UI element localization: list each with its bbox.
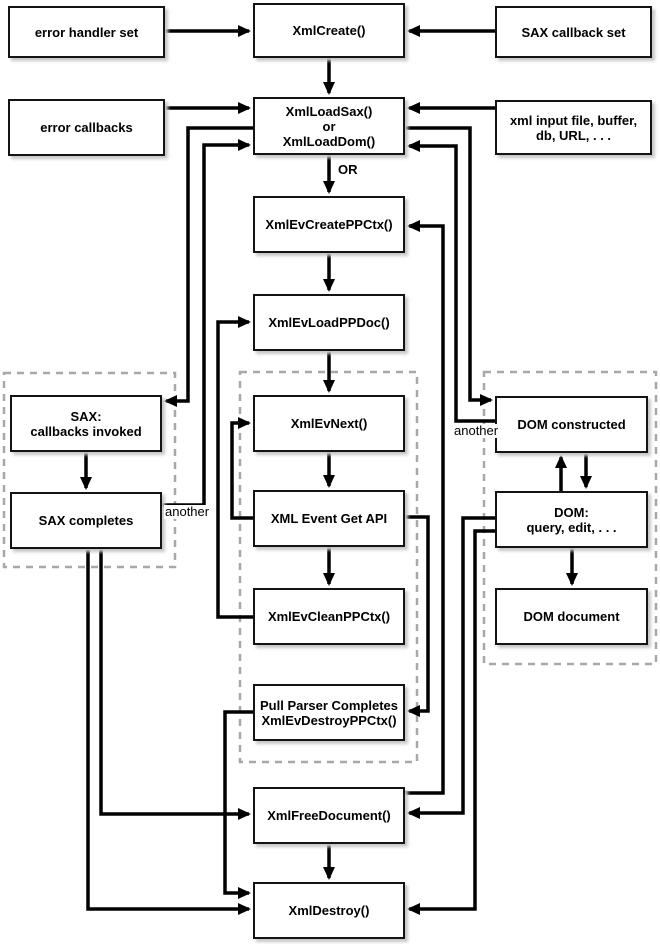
node-label: XmlCreate() <box>292 23 366 38</box>
node-label: SAX callback set <box>521 24 626 40</box>
node-label: XmlEvCleanPPCtx() <box>267 609 391 624</box>
edge-label-another-right: another <box>453 423 500 438</box>
node-free-document: XmlFreeDocument() <box>253 787 405 844</box>
node-label-line: callbacks invoked <box>30 423 142 439</box>
node-dom-constructed: DOM constructed <box>495 396 648 453</box>
node-label: XmlEvNext() <box>290 416 368 431</box>
node-label-line: XmlLoadDom() <box>282 133 376 149</box>
node-label: XmlDestroy() <box>288 903 370 918</box>
node-label: SAX completes <box>38 513 134 528</box>
node-ev-load-ppdoc: XmlEvLoadPPDoc() <box>253 294 405 351</box>
node-dom-query: DOM: query, edit, . . . <box>495 491 648 548</box>
node-label-line: query, edit, . . . <box>526 519 617 535</box>
node-label: XmlFreeDocument() <box>267 808 391 823</box>
node-sax-callback-set: SAX callback set <box>495 6 652 58</box>
node-error-callbacks: error callbacks <box>8 99 165 156</box>
node-label: XmlEvCreatePPCtx() <box>265 217 393 232</box>
node-sax-invoked: SAX: callbacks invoked <box>10 395 162 452</box>
node-xml-input: xml input file, buffer, db, URL, . . . <box>495 100 652 155</box>
node-xml-create: XmlCreate() <box>253 3 405 58</box>
node-dom-document: DOM document <box>495 588 648 645</box>
node-ev-clean-ppctx: XmlEvCleanPPCtx() <box>253 588 405 645</box>
node-xml-load: XmlLoadSax() or XmlLoadDom() <box>253 97 405 155</box>
edge-label-or: OR <box>337 162 359 177</box>
node-label: error callbacks <box>40 120 133 135</box>
node-label-line: or <box>322 118 336 134</box>
node-ev-create-ppctx: XmlEvCreatePPCtx() <box>253 196 405 253</box>
node-ev-next: XmlEvNext() <box>253 395 405 452</box>
node-label-line: db, URL, . . . <box>535 127 612 143</box>
node-label: DOM constructed <box>517 417 626 432</box>
node-label-line: SAX: <box>70 408 102 424</box>
node-label-line: xml input file, buffer, <box>509 112 638 128</box>
flow-arrows <box>80 25 592 915</box>
node-pull-parser-completes: Pull Parser Completes XmlEvDestroyPPCtx(… <box>253 684 405 741</box>
pull-parser-group-frame <box>238 370 419 764</box>
node-label: XmlEvLoadPPDoc() <box>268 315 390 330</box>
node-label: DOM document <box>523 609 620 624</box>
node-error-handler-set: error handler set <box>8 6 165 58</box>
node-label-line: DOM: <box>554 504 589 520</box>
node-label: error handler set <box>34 24 139 40</box>
node-xml-destroy: XmlDestroy() <box>253 882 405 939</box>
node-label-line: Pull Parser Completes <box>260 697 398 713</box>
node-label: XML Event Get API <box>270 511 388 526</box>
node-sax-completes: SAX completes <box>10 492 162 549</box>
node-event-get-api: XML Event Get API <box>253 490 405 547</box>
node-label-line: XmlEvDestroyPPCtx() <box>261 712 397 728</box>
node-label-line: XmlLoadSax() <box>285 103 373 119</box>
edge-label-another-left: another <box>164 504 211 519</box>
